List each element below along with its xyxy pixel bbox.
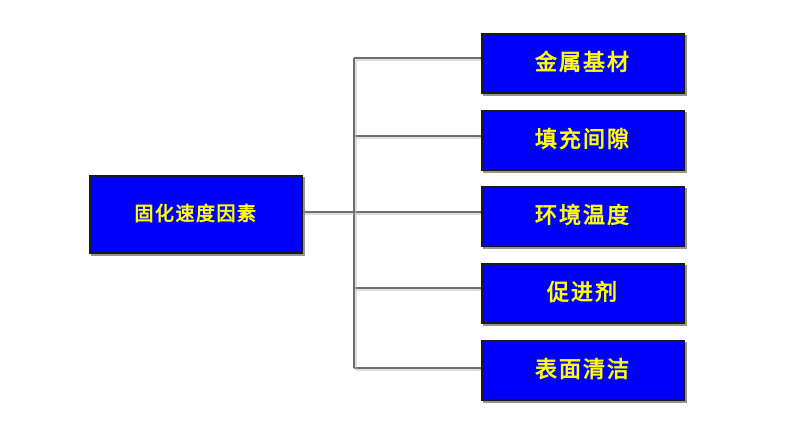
branch-node-ambient-temperature[interactable]: 环境温度 bbox=[481, 186, 685, 247]
branch-node-label: 环境温度 bbox=[534, 203, 631, 229]
branch-node-surface-cleanliness[interactable]: 表面清洁 bbox=[481, 340, 685, 401]
branch-node-metal-substrate[interactable]: 金属基材 bbox=[481, 33, 685, 94]
branch-node-label: 促进剂 bbox=[546, 280, 619, 306]
branch-node-label: 金属基材 bbox=[534, 50, 631, 76]
branch-node-label: 表面清洁 bbox=[534, 357, 631, 383]
root-node-curing-speed-factors[interactable]: 固化速度因素 bbox=[89, 175, 303, 254]
root-node-label: 固化速度因素 bbox=[134, 203, 258, 225]
branch-node-accelerator[interactable]: 促进剂 bbox=[481, 263, 685, 324]
branch-node-label: 填充间隙 bbox=[534, 127, 631, 153]
branch-node-fill-gap[interactable]: 填充间隙 bbox=[481, 110, 685, 171]
